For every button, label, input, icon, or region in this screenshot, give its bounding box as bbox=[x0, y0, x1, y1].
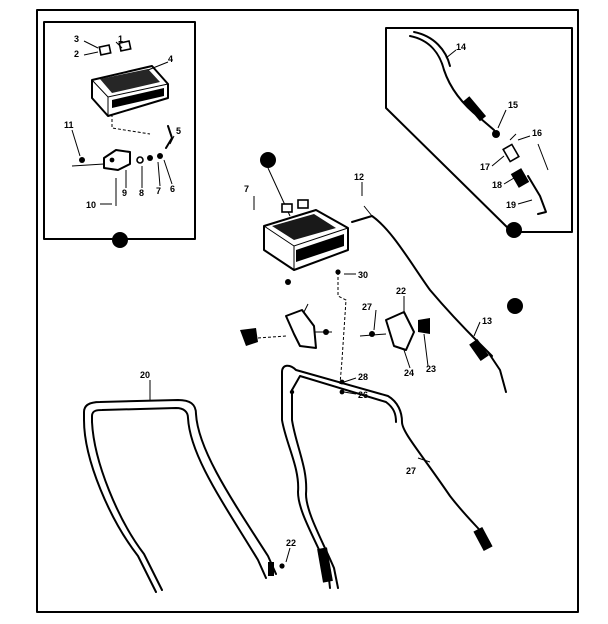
main-label-12: 12 bbox=[354, 172, 364, 182]
inset-cable: 14 15 16 17 18 19 bbox=[385, 27, 573, 238]
main-label-27-lower: 27 bbox=[406, 466, 416, 476]
main-assembly: 7 12 30 22 27 13 24 23 28 26 20 27 22 bbox=[83, 152, 523, 593]
main-label-23: 23 bbox=[426, 364, 436, 374]
main-label-28: 28 bbox=[358, 372, 368, 382]
main-label-24: 24 bbox=[404, 368, 414, 378]
inset1-label-11: 11 bbox=[64, 120, 74, 130]
inset2-label-16: 16 bbox=[532, 128, 542, 138]
main-label-13: 13 bbox=[482, 316, 492, 326]
inset1-label-1: 1 bbox=[118, 34, 123, 44]
inset1-label-2: 2 bbox=[74, 49, 79, 59]
main-label-22-lower: 22 bbox=[286, 538, 296, 548]
inset1-label-8: 8 bbox=[139, 188, 144, 198]
main-label-20: 20 bbox=[140, 370, 150, 380]
inset1-label-3: 3 bbox=[74, 34, 79, 44]
inset2-label-19: 19 bbox=[506, 200, 516, 210]
main-label-22-upper: 22 bbox=[396, 286, 406, 296]
inset1-label-7: 7 bbox=[156, 186, 161, 196]
inset2-label-18: 18 bbox=[492, 180, 502, 190]
main-label-30: 30 bbox=[358, 270, 368, 280]
inset1-label-5: 5 bbox=[176, 126, 181, 136]
main-label-7: 7 bbox=[244, 184, 249, 194]
main-label-27-upper: 27 bbox=[362, 302, 372, 312]
outer-frame bbox=[36, 9, 579, 613]
inset1-label-4: 4 bbox=[168, 54, 173, 64]
inset2-label-14: 14 bbox=[456, 42, 466, 52]
inset1-label-6: 6 bbox=[170, 184, 175, 194]
inset-cable-frame bbox=[385, 27, 573, 233]
main-label-26: 26 bbox=[358, 390, 368, 400]
inset-control-box: 3 1 2 4 5 11 9 8 7 6 10 bbox=[43, 21, 196, 248]
inset1-label-10: 10 bbox=[86, 200, 96, 210]
inset2-label-17: 17 bbox=[480, 162, 490, 172]
inset1-label-9: 9 bbox=[122, 188, 127, 198]
inset2-label-15: 15 bbox=[508, 100, 518, 110]
